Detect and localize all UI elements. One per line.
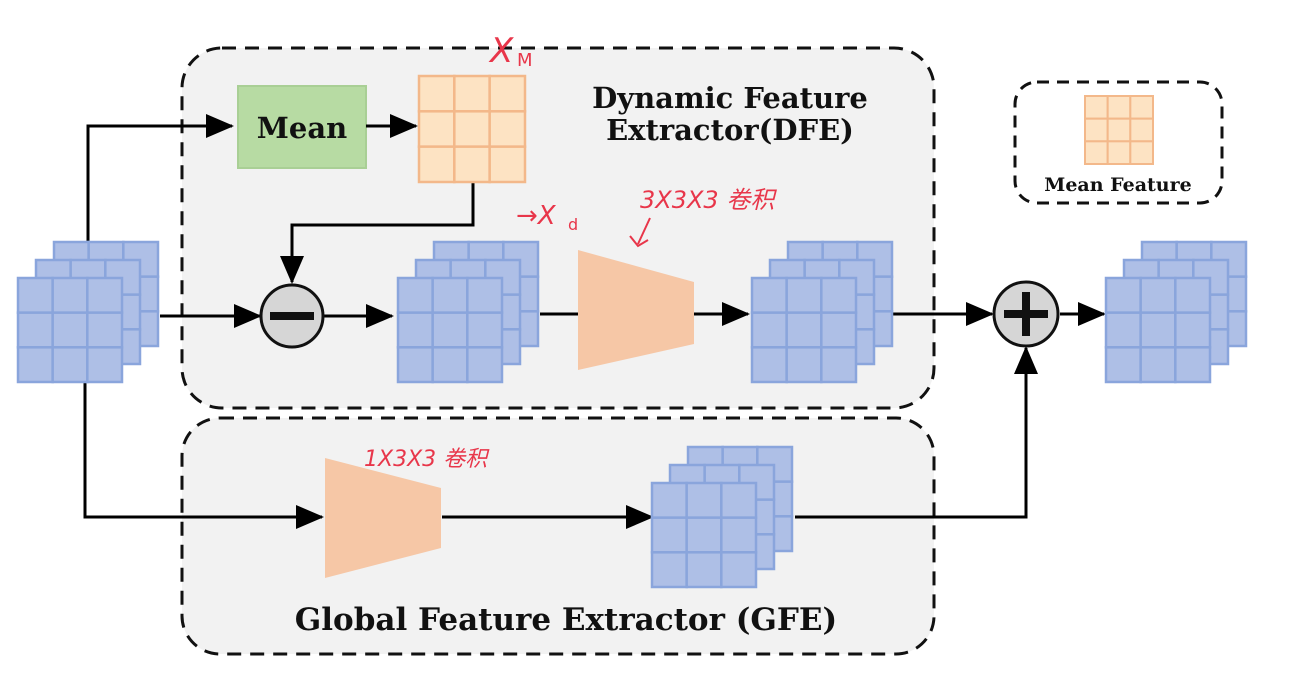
annotation-conv2d: 1X3X3 卷积	[364, 447, 490, 472]
legend-label: Mean Feature	[1044, 174, 1191, 196]
annotation-xm: X	[488, 31, 514, 71]
gfe-output-stack-layer-3	[650, 481, 758, 589]
conv2d-block	[325, 458, 441, 578]
conv3d-block	[578, 250, 694, 370]
dfe-output-stack	[750, 240, 894, 384]
dfe-output-stack-layer-3	[750, 276, 858, 384]
annotation-conv3d: 3X3X3 卷积	[640, 186, 777, 214]
arrow-gfe-to-add	[795, 346, 1038, 519]
connections	[83, 114, 1106, 529]
annotation-conv3d-pointer	[629, 217, 651, 248]
gfe-title: Global Feature Extractor (GFE)	[295, 602, 837, 638]
xd-feature-stack-layer-3	[396, 276, 504, 384]
add-operator	[992, 280, 1060, 348]
input-feature-stack	[16, 240, 160, 384]
input-feature-stack-layer-3	[16, 276, 124, 384]
xm-mean-grid	[417, 74, 527, 184]
final-output-stack	[1104, 240, 1248, 384]
annotation-xd: →X	[516, 201, 557, 231]
final-output-stack-layer-3	[1104, 276, 1212, 384]
xd-feature-stack	[396, 240, 540, 384]
arrow-xm-to-subtract	[280, 182, 475, 284]
dfe-title-line1: Dynamic Feature	[592, 81, 868, 115]
annotation-xm-sub: M	[517, 50, 533, 71]
dfe-title-line2: Extractor(DFE)	[606, 113, 854, 147]
annotation-xd-sub: d	[568, 215, 578, 234]
legend-mean-grid-icon	[1084, 95, 1155, 165]
arrow-input-to-gfe	[83, 380, 324, 529]
gfe-output-stack	[650, 445, 794, 589]
subtract-operator	[259, 283, 325, 349]
arrow-input-to-mean	[86, 114, 234, 272]
mean-label: Mean	[257, 111, 347, 145]
